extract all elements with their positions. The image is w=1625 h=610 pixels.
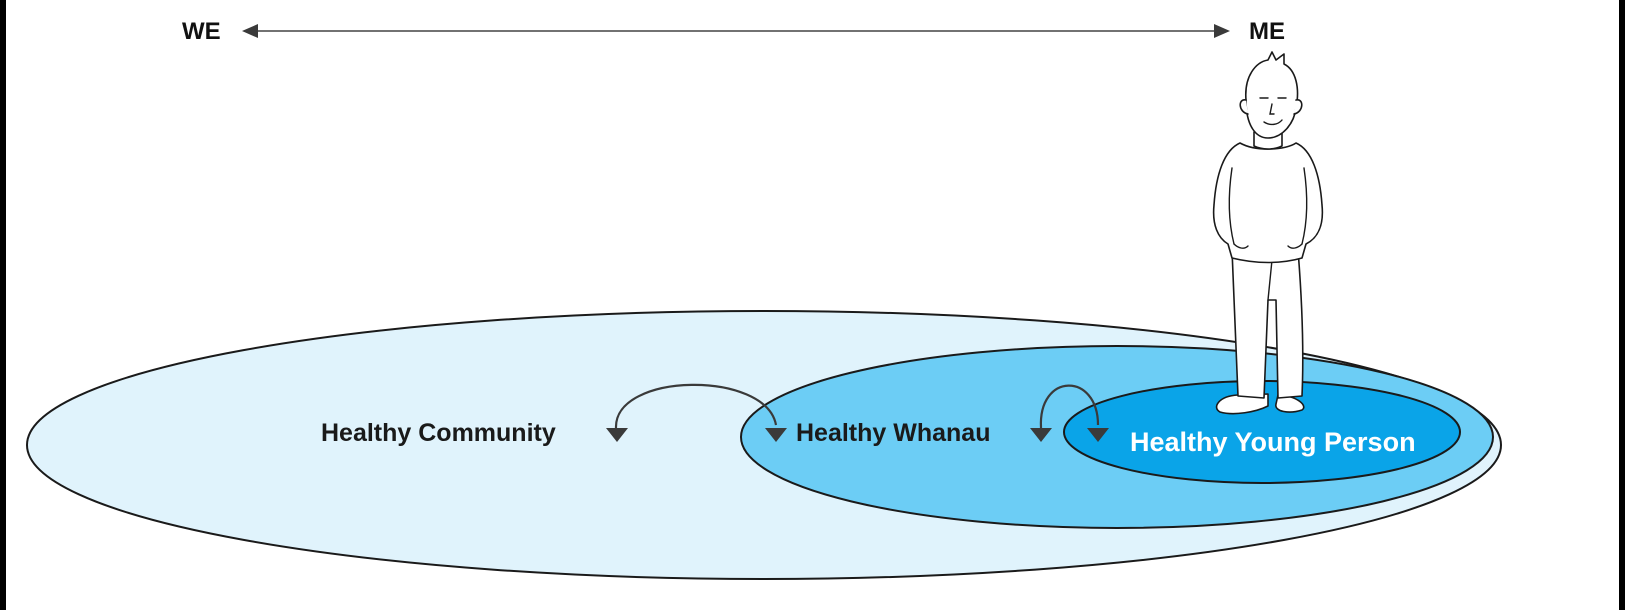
healthy-whanau-label: Healthy Whanau — [796, 419, 990, 447]
we-me-axis: WE ME — [182, 18, 1285, 45]
me-label: ME — [1249, 18, 1285, 45]
healthy-community-label: Healthy Community — [321, 419, 556, 447]
healthy-young-person-label: Healthy Young Person — [1130, 427, 1416, 457]
we-label: WE — [182, 18, 221, 45]
axis-right-arrowhead-icon — [1214, 24, 1230, 38]
axis-left-arrowhead-icon — [242, 24, 258, 38]
wellbeing-diagram: WE ME Healthy Community Healthy Whanau H… — [6, 0, 1619, 610]
